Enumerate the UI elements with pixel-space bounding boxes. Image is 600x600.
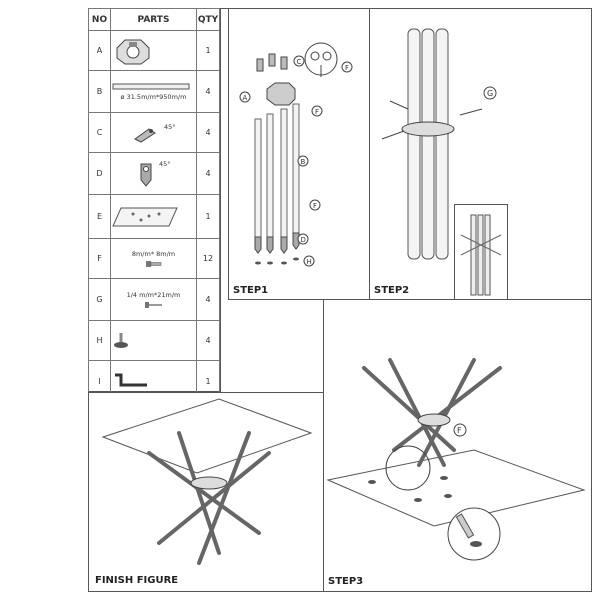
- table-row: F 8m/m* 8m/m 12: [88, 238, 220, 279]
- table-row: H 4: [88, 320, 220, 361]
- row-qty: 12: [196, 238, 220, 279]
- part-spec: 45°: [159, 159, 171, 168]
- header-no: NO: [88, 8, 111, 31]
- row-no: D: [88, 152, 111, 195]
- step2-detail-diagram: [460, 214, 502, 296]
- step1-diagram: C F A F B F D H: [239, 42, 353, 267]
- row-no: E: [88, 194, 111, 239]
- header-parts: PARTS: [110, 8, 197, 31]
- step1-panel: C F A F B F D H STEP1: [228, 8, 370, 300]
- part-spec: 8m/m* 8m/m: [131, 250, 176, 258]
- row-no: A: [88, 30, 111, 71]
- table-row: A 1: [88, 30, 220, 71]
- part-spec: 45°: [164, 122, 176, 131]
- row-no: G: [88, 278, 111, 321]
- callout-f: F: [315, 108, 319, 116]
- row-qty: 1: [196, 194, 220, 239]
- row-no: B: [88, 70, 111, 113]
- part-spec: ø 31.5m/m*950m/m: [120, 93, 187, 101]
- part-f-cell: 8m/m* 8m/m: [110, 238, 197, 279]
- table-row: D 45° 4: [88, 152, 220, 195]
- row-qty: 4: [196, 112, 220, 153]
- step3-diagram: F: [326, 358, 586, 561]
- part-d-cell: 45°: [110, 152, 197, 195]
- step3-label: STEP3: [328, 576, 364, 587]
- hub-icon: [116, 39, 150, 64]
- callout-b: B: [301, 158, 306, 166]
- part-g-cell: 1/4 m/m*21m/m: [110, 278, 197, 321]
- foot-bracket-icon: [140, 163, 152, 187]
- plate-icon: [112, 207, 178, 226]
- step2-detail: [454, 204, 508, 300]
- callout-d: D: [301, 236, 306, 244]
- finish-diagram: [101, 398, 313, 565]
- part-e-cell: [110, 194, 197, 239]
- step1-label: STEP1: [233, 285, 269, 296]
- part-c-cell: 45°: [110, 112, 197, 153]
- table-row: G 1/4 m/m*21m/m 4: [88, 278, 220, 321]
- step3-panel: F STEP3: [323, 299, 592, 592]
- callout-f: F: [313, 202, 317, 210]
- screw-icon: [144, 302, 162, 308]
- row-no: C: [88, 112, 111, 153]
- step2-label: STEP2: [374, 285, 410, 296]
- callout-f: F: [345, 64, 349, 72]
- row-qty: 1: [196, 30, 220, 71]
- callout-c: C: [297, 58, 302, 66]
- table-row: C 45° 4: [88, 112, 220, 153]
- step2-diagram: G: [381, 28, 497, 260]
- row-no: F: [88, 238, 111, 279]
- parts-table: NO PARTS QTY A 1 B ø 31.5m/m*95: [88, 8, 221, 403]
- row-qty: 4: [196, 152, 220, 195]
- row-no: H: [88, 320, 111, 361]
- table-row: B ø 31.5m/m*950m/m 4: [88, 70, 220, 113]
- bolt-icon: [145, 261, 161, 267]
- callout-g: G: [487, 89, 493, 98]
- step2-panel: G STEP2: [369, 8, 592, 300]
- header-qty: QTY: [196, 8, 220, 31]
- callout-f: F: [457, 426, 462, 435]
- row-qty: 4: [196, 320, 220, 361]
- part-spec: 1/4 m/m*21m/m: [126, 291, 181, 299]
- part-b-cell: ø 31.5m/m*950m/m: [110, 70, 197, 113]
- allen-key-icon: [115, 373, 147, 386]
- tube-icon: [112, 83, 190, 90]
- table-row: E 1: [88, 194, 220, 239]
- part-a-cell: [110, 30, 197, 71]
- finish-label: FINISH FIGURE: [95, 575, 179, 586]
- leveler-foot-icon: [114, 332, 128, 348]
- callout-a: A: [243, 94, 248, 102]
- row-qty: 4: [196, 278, 220, 321]
- bracket-icon: [134, 127, 157, 143]
- part-h-cell: [110, 320, 197, 361]
- callout-h: H: [307, 258, 312, 266]
- finish-panel: FINISH FIGURE: [88, 392, 324, 592]
- row-qty: 4: [196, 70, 220, 113]
